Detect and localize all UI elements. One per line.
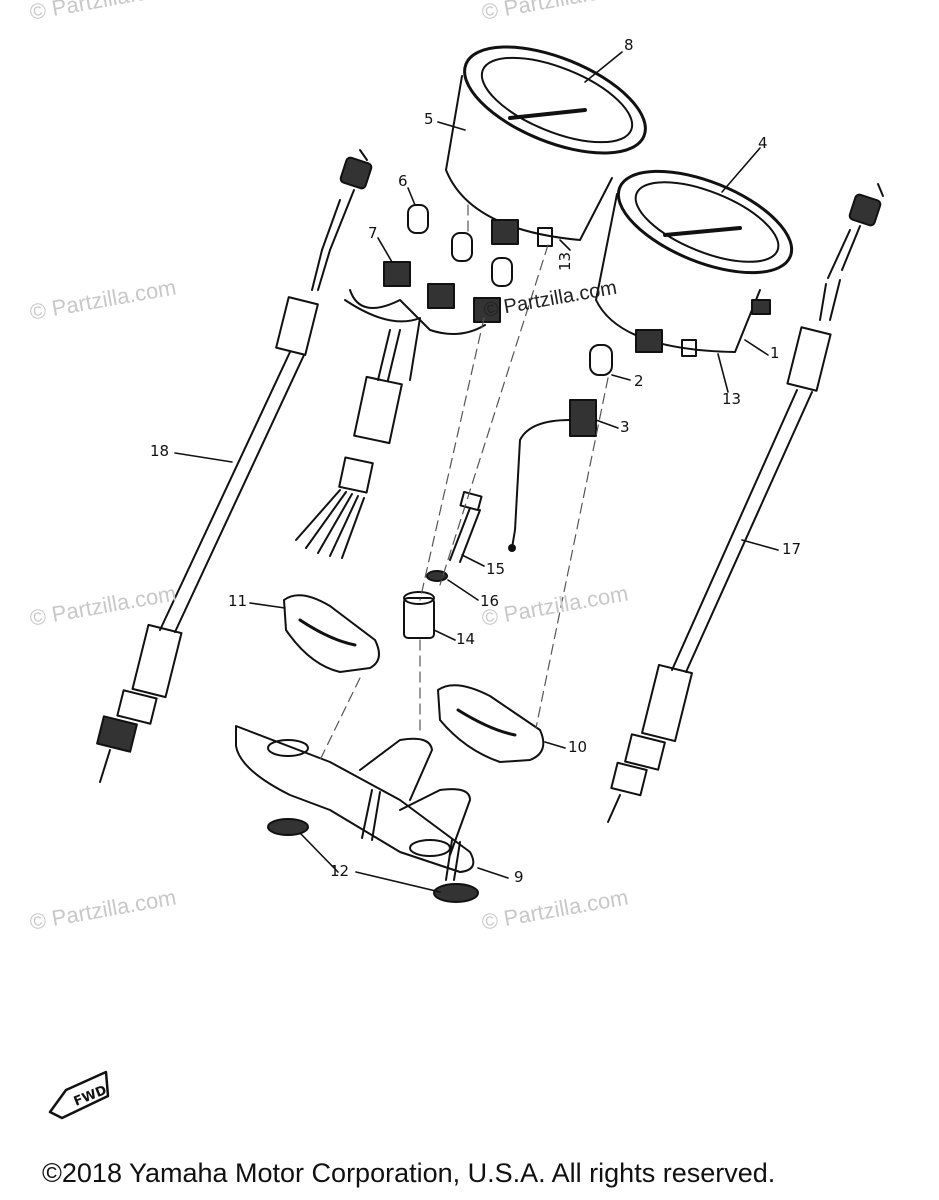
callout-13-upper: 13 [556, 251, 575, 272]
fwd-arrow-icon [48, 1070, 110, 1120]
callout-7: 7 [368, 224, 378, 242]
callout-1: 1 [770, 344, 780, 362]
right-meter-cable [607, 183, 884, 823]
callout-4: 4 [758, 134, 768, 152]
cushion-left [283, 594, 380, 673]
meter-bracket [235, 725, 475, 881]
callout-leaders [174, 51, 779, 893]
callout-10: 10 [568, 738, 588, 756]
callout-5: 5 [424, 110, 434, 128]
copyright-notice: ©2018 Yamaha Motor Corporation, U.S.A. A… [42, 1158, 776, 1188]
callout-17: 17 [782, 540, 802, 558]
callout-6: 6 [398, 172, 408, 190]
right-meter-assembly [595, 169, 794, 357]
callout-18: 18 [150, 442, 170, 460]
bolt-collar-parts [403, 490, 483, 639]
callout-14: 14 [456, 630, 476, 648]
damper-washers [267, 818, 479, 903]
left-meter-cable [96, 149, 373, 783]
callout-16: 16 [480, 592, 500, 610]
callout-8: 8 [624, 36, 634, 54]
callout-9: 9 [514, 868, 524, 886]
indicator-bulbs-left [295, 204, 513, 559]
cushion-right [437, 684, 545, 763]
callout-12: 12 [330, 862, 350, 880]
callout-11: 11 [228, 592, 248, 610]
callout-15: 15 [486, 560, 506, 578]
bulb-socket-right [508, 344, 613, 552]
callout-13-lower: 13 [722, 390, 742, 408]
callout-3: 3 [620, 418, 630, 436]
alignment-lines [319, 204, 609, 761]
left-meter-assembly [445, 45, 647, 247]
callout-2: 2 [634, 372, 644, 390]
